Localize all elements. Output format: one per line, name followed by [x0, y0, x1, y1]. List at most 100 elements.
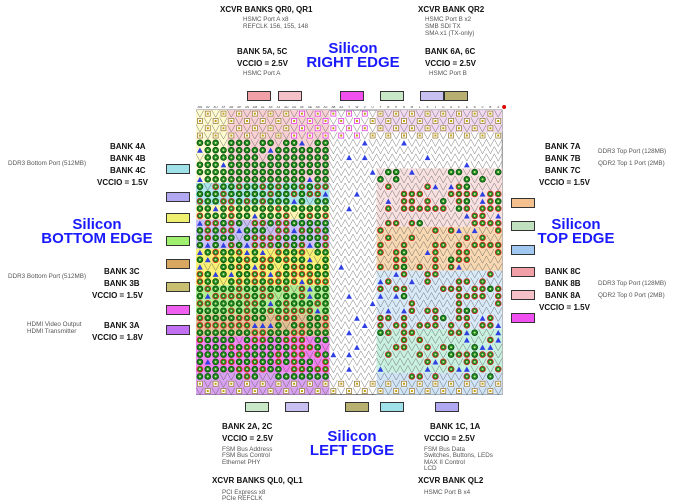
gnd-pin — [360, 285, 369, 293]
bank-legend-box — [278, 91, 302, 101]
pin-dot — [230, 324, 233, 327]
pin-dot — [355, 382, 358, 385]
power-pin — [456, 227, 462, 234]
gnd-pin — [407, 255, 416, 264]
pin-dot — [246, 171, 249, 174]
pin-dot — [316, 331, 319, 334]
pin-dot — [230, 192, 233, 195]
gnd-pin — [368, 292, 377, 301]
pin-dot — [198, 236, 201, 239]
pin-dot — [465, 375, 468, 378]
gnd-pin — [219, 131, 228, 140]
bank-legend-box — [511, 221, 535, 231]
pin-dot — [300, 338, 303, 341]
pin-dot — [206, 149, 209, 152]
gnd-pin — [470, 255, 479, 264]
pin-dot — [457, 112, 460, 115]
bank4b: BANK 4B — [110, 154, 146, 163]
gnd-pin — [344, 343, 354, 352]
gnd-pin — [454, 117, 464, 126]
gnd-pin — [407, 146, 416, 155]
pin-dot — [481, 368, 484, 371]
pin-cell-bg — [439, 117, 448, 125]
column-label: G — [450, 105, 453, 109]
pin-cell-bg — [486, 299, 495, 308]
pin-dot — [285, 141, 288, 144]
pin-dot — [246, 163, 249, 166]
column-label: AG — [292, 105, 297, 109]
pin-dot — [198, 141, 201, 144]
xcvr-ql01-title: XCVR BANKS QL0, QL1 — [212, 476, 303, 485]
gnd-pin — [337, 285, 346, 293]
pin-dot — [434, 251, 437, 254]
pin-dot — [387, 134, 390, 137]
pin-dot — [473, 390, 476, 393]
pin-dot — [277, 207, 280, 210]
pin-dot — [489, 273, 492, 276]
pin-dot — [442, 200, 445, 203]
pin-cell-bg — [455, 117, 463, 125]
power-pin — [244, 249, 250, 255]
power-pin — [354, 191, 360, 197]
pin-dot — [222, 251, 225, 254]
power-pin — [197, 176, 203, 182]
pin-dot — [489, 192, 492, 195]
column-label: C — [481, 105, 484, 109]
pin-cell-bg — [415, 307, 424, 315]
pin-cell-bg — [407, 314, 416, 322]
pin-cell-bg — [298, 380, 306, 388]
pin-dot — [426, 346, 429, 349]
pin-dot — [246, 353, 249, 356]
pin-dot — [206, 127, 209, 130]
gnd-pin — [337, 226, 346, 235]
bank5-use: HSMC Port A — [243, 70, 281, 77]
gnd-pin — [305, 197, 314, 206]
column-label: Y — [348, 105, 350, 109]
pin-dot — [497, 134, 500, 137]
pin-dot — [324, 309, 327, 312]
gnd-pin — [384, 161, 393, 169]
pin-cell-bg — [494, 183, 503, 191]
pin-dot — [222, 302, 225, 305]
gnd-pin — [470, 146, 479, 155]
pin-dot — [434, 119, 437, 122]
gnd-pin — [376, 197, 385, 206]
gnd-pin — [352, 350, 362, 359]
pin-dot — [238, 265, 241, 268]
pin-dot — [269, 141, 272, 144]
pin-cell-bg — [235, 234, 244, 242]
gnd-pin — [344, 161, 354, 169]
pin-cell-bg — [423, 219, 432, 227]
pin-cell-bg — [384, 321, 393, 329]
pin-dot — [253, 368, 256, 371]
pin-cell-bg — [376, 256, 385, 264]
pin-dot — [214, 280, 217, 283]
pin-dot — [285, 258, 288, 261]
gnd-pin — [494, 139, 503, 147]
pin-cell-bg — [376, 183, 385, 191]
pin-dot — [214, 375, 217, 378]
bank-legend-box — [380, 91, 404, 101]
gnd-pin — [392, 153, 401, 162]
pin-dot — [293, 317, 296, 320]
gnd-pin — [360, 161, 369, 169]
pin-dot — [198, 185, 201, 188]
gnd-pin — [454, 139, 464, 147]
gnd-pin — [329, 153, 338, 162]
pin-cell-bg — [439, 263, 448, 271]
power-pin — [479, 344, 486, 350]
pin-dot — [465, 236, 468, 239]
pin-dot — [379, 229, 382, 232]
pin-dot — [269, 353, 272, 356]
pin-dot — [214, 360, 217, 363]
column-label: AP — [237, 105, 241, 109]
power-pin — [267, 271, 274, 277]
column-label: F — [458, 105, 460, 109]
gnd-pin — [344, 241, 354, 250]
pin-dot — [206, 236, 209, 239]
pin-dot — [426, 112, 429, 115]
pin-dot — [489, 112, 492, 115]
pin-dot — [277, 353, 280, 356]
pin-cell-bg — [407, 212, 416, 220]
power-pin — [424, 249, 431, 255]
